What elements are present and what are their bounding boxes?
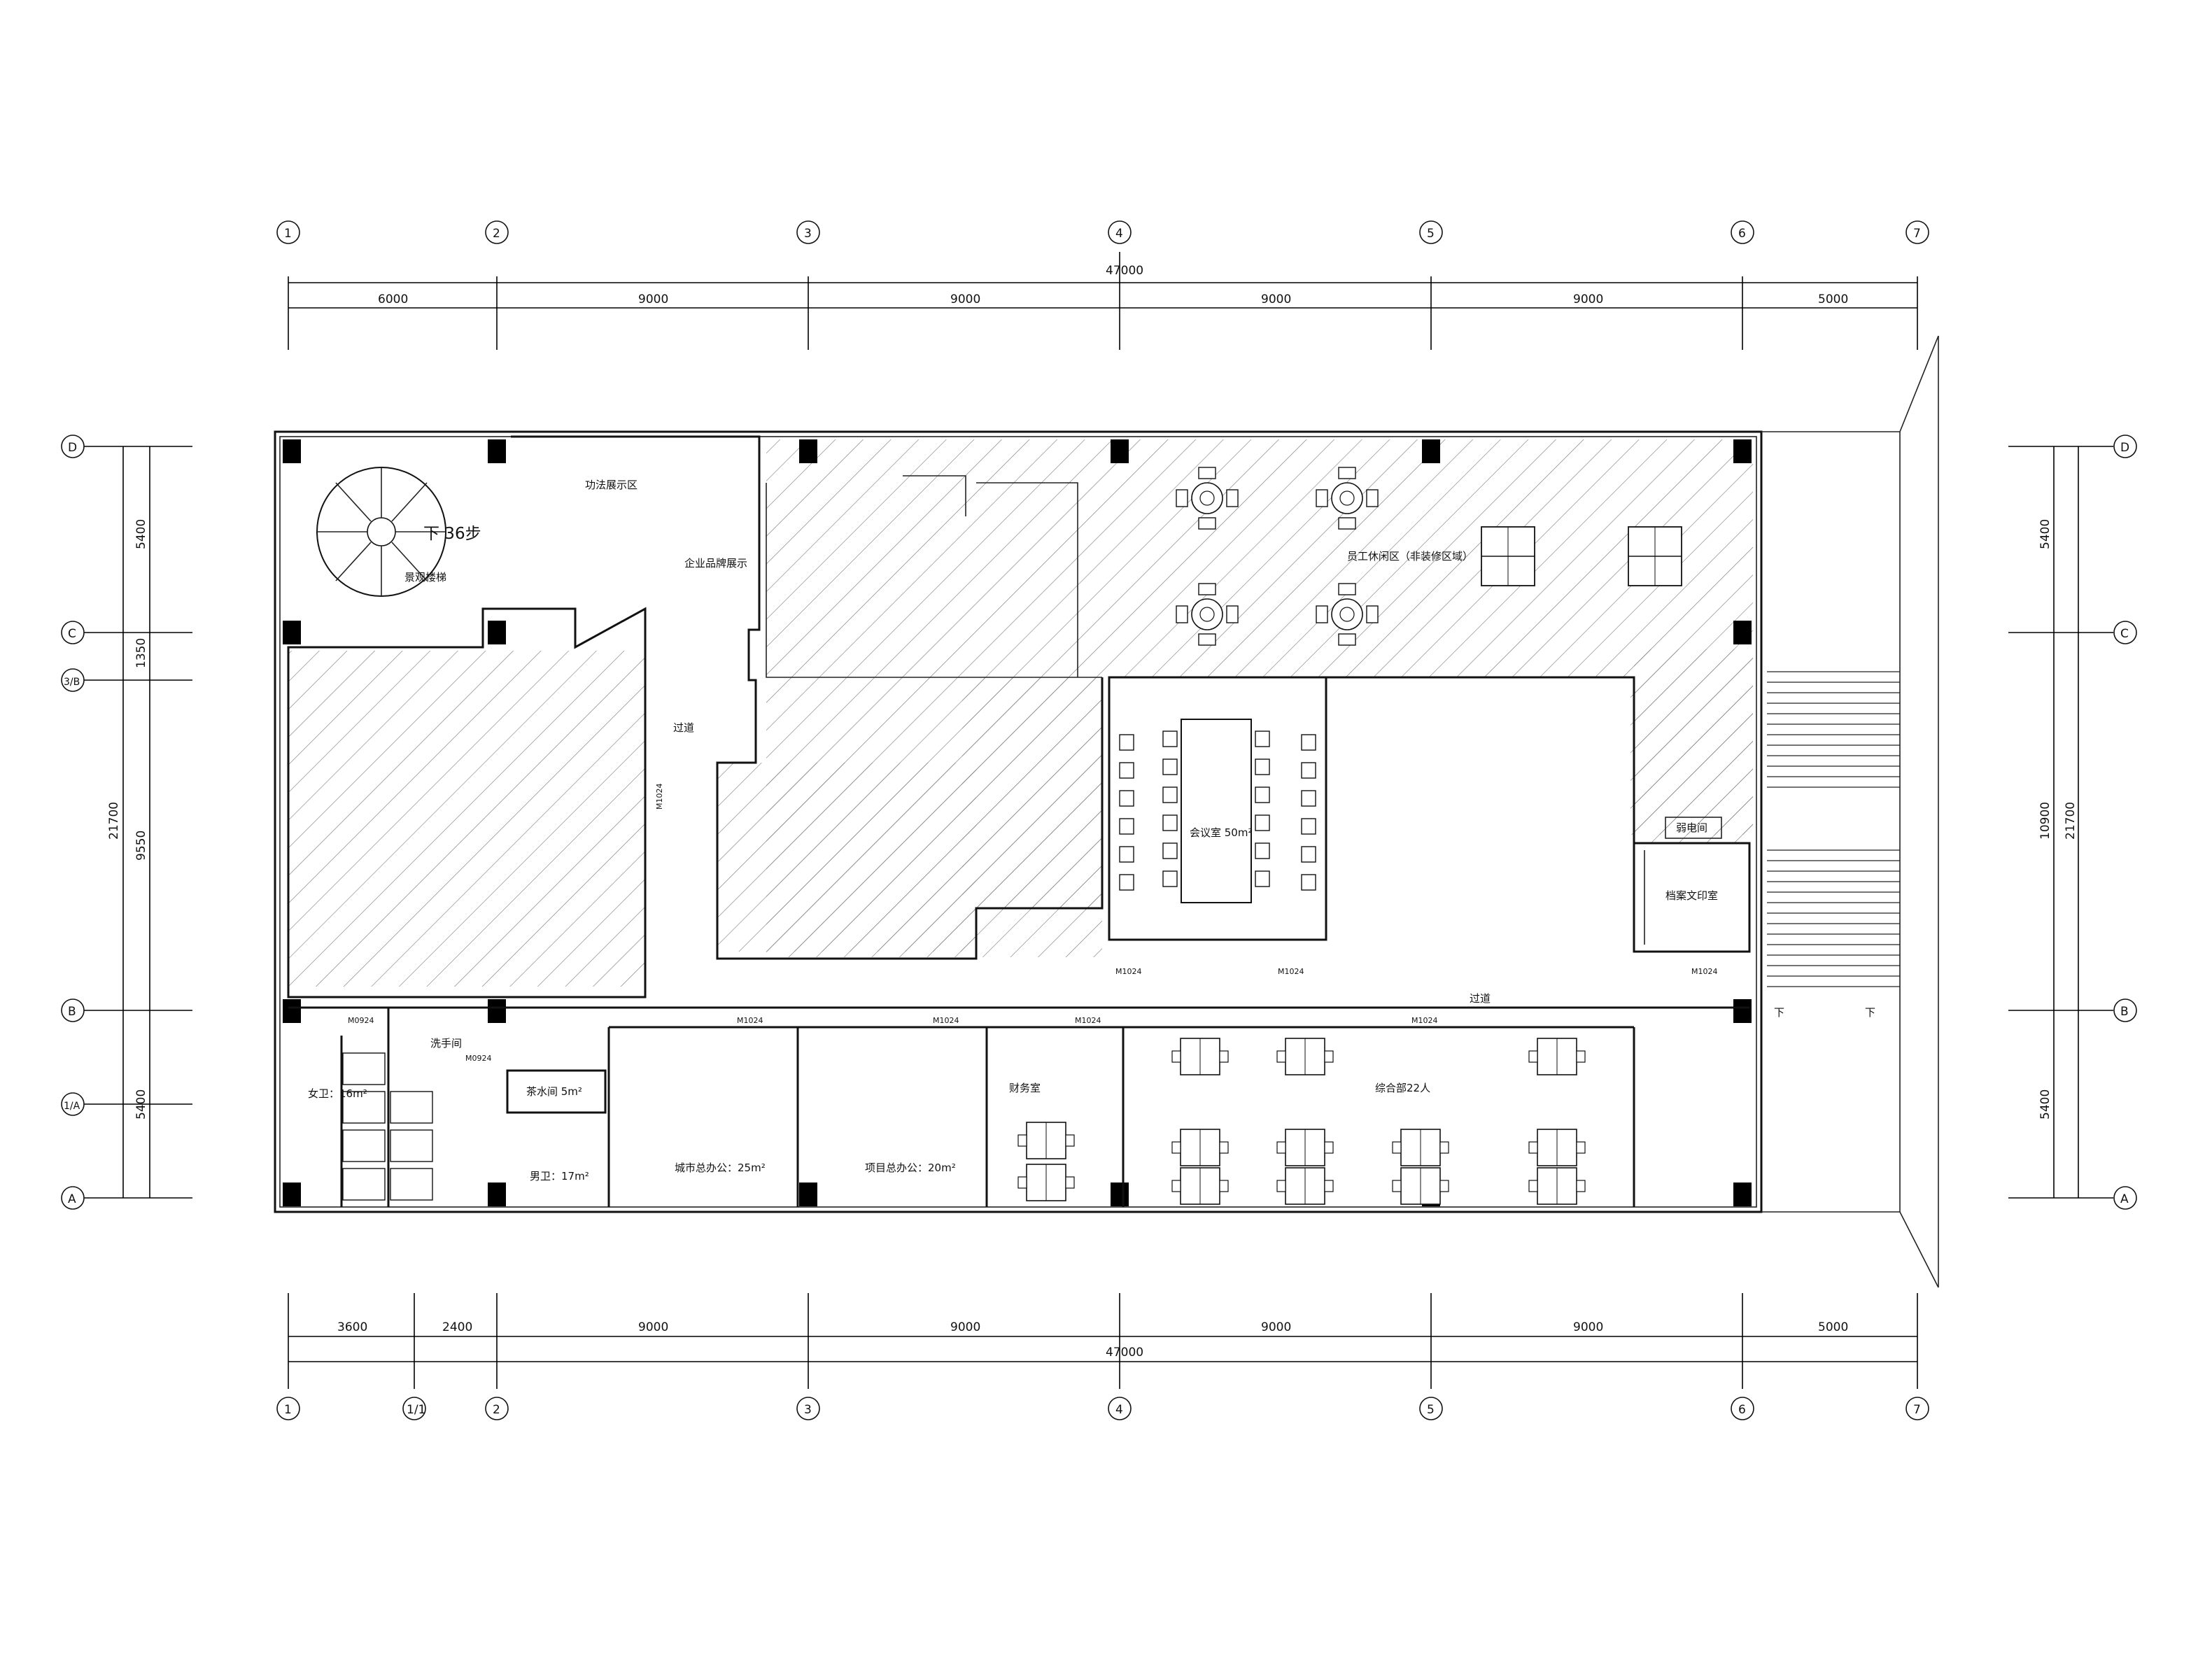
label-female-wc: 女卫：16m² [308,1087,367,1100]
toilet-cubicles [342,1052,433,1201]
bottom-axis-4: 4 [1115,1403,1123,1417]
right-dimension-lines [2008,446,2113,1199]
top-axis-3: 3 [804,227,812,241]
building-outline [274,335,1939,1288]
top-total-dim: 47000 [1106,264,1143,278]
spiral-staircase [316,467,446,597]
right-dim-1: 5400 [2038,519,2052,549]
bottom-dim-2: 2400 [442,1320,472,1334]
bottom-dim-4: 9000 [950,1320,980,1334]
label-city-gm: 城市总办公：25m² [675,1162,766,1174]
left-dimension-lines [84,446,192,1199]
top-dim-1: 6000 [378,292,408,306]
meeting-room [1108,676,1327,941]
left-axis-d: D [68,441,77,455]
left-dim-1: 5400 [134,519,148,549]
bottom-dim-6: 9000 [1573,1320,1603,1334]
label-elec: 弱电间 [1676,821,1707,834]
label-archive: 档案文印室 [1665,889,1718,902]
bottom-axis-3: 3 [804,1403,812,1417]
left-total-dim: 21700 [107,802,121,840]
bottom-axis-2: 2 [493,1403,500,1417]
label-staff-rest: 员工休闲区（非装修区域） [1347,550,1473,563]
top-axis-4: 4 [1115,227,1123,241]
exterior-stairs [1767,671,1900,987]
label-brand: 企业品牌展示 [684,557,747,570]
right-axis-a: A [2120,1192,2129,1206]
door-tag-5: M1024 [737,1016,763,1025]
right-dim-3: 5400 [2038,1089,2052,1120]
bottom-dim-7: 5000 [1818,1320,1848,1334]
top-dim-5: 9000 [1573,292,1603,306]
bottom-dim-5: 9000 [1261,1320,1291,1334]
top-axis-5: 5 [1427,227,1435,241]
label-finance: 财务室 [1009,1082,1041,1094]
door-tag-2: M1024 [1115,967,1142,976]
door-tag-10: M0924 [465,1054,492,1063]
structural-columns [283,439,1752,1206]
top-dim-6: 5000 [1818,292,1848,306]
bottom-axis-bubbles [276,1397,1929,1420]
hatched-areas [288,439,1753,987]
left-dim-2: 1350 [134,638,148,668]
top-dim-2: 9000 [638,292,668,306]
corridor-right-wall [1326,676,1749,953]
label-gongfa: 功法展示区 [585,479,637,491]
left-axis-3b: 3/B [64,677,80,688]
bottom-axis-1: 1 [284,1403,292,1417]
door-tag-3: M1024 [1278,967,1304,976]
bottom-axis-5: 5 [1427,1403,1435,1417]
door-tag-6: M1024 [933,1016,959,1025]
right-axis-c: C [2120,627,2129,641]
label-down-1: 下 [1774,1006,1784,1019]
label-project-gm: 项目总办公：20m² [865,1162,956,1174]
door-tag-8: M1024 [1411,1016,1438,1025]
right-axis-b: B [2120,1005,2129,1019]
top-axis-1: 1 [284,227,292,241]
top-dim-4: 9000 [1261,292,1291,306]
label-meeting: 会议室 50m² [1190,826,1252,839]
left-axis-1a: 1/A [64,1101,80,1112]
top-axis-2: 2 [493,227,500,241]
top-dim-3: 9000 [950,292,980,306]
top-axis-6: 6 [1738,227,1746,241]
bottom-axis-1-1: 1/1 [407,1403,425,1417]
left-dim-4: 5400 [134,1089,148,1120]
bottom-axis-7: 7 [1913,1403,1921,1417]
label-down-2: 下 [1865,1006,1875,1019]
left-axis-b: B [68,1005,76,1019]
door-tag-9: M0924 [348,1016,374,1025]
right-total-dim: 21700 [2064,802,2078,840]
top-dimension-lines [288,252,1918,350]
label-stair-down: 下 36步 [423,525,481,543]
label-stair: 景观楼梯 [404,571,446,584]
bottom-dimension-lines [288,1293,1918,1389]
label-washroom: 洗手间 [430,1037,462,1050]
door-tag-1: M1024 [655,784,664,810]
left-axis-a: A [68,1192,76,1206]
door-tag-4: M1024 [1691,967,1718,976]
label-corridor-main: 过道 [1470,992,1491,1005]
left-axis-c: C [68,627,76,641]
left-axis-bubbles [61,435,85,1210]
label-general-dept: 综合部22人 [1375,1082,1430,1094]
right-dim-2: 10900 [2038,802,2052,840]
bottom-axis-6: 6 [1738,1403,1746,1417]
lower-office-walls [288,1006,1749,1207]
workstation-desks [1017,1038,1586,1205]
right-axis-bubbles [2113,435,2137,1210]
right-axis-d: D [2120,441,2129,455]
label-tea: 茶水间 5m² [526,1085,582,1098]
bottom-dim-1: 3600 [337,1320,367,1334]
top-axis-7: 7 [1913,227,1921,241]
label-corridor-left: 过道 [673,721,694,734]
bottom-total-dim: 47000 [1106,1346,1143,1360]
left-showroom-walls [287,435,1104,998]
top-axis-bubbles [276,220,1929,244]
label-male-wc: 男卫：17m² [530,1170,589,1183]
door-tag-7: M1024 [1075,1016,1101,1025]
bottom-dim-3: 9000 [638,1320,668,1334]
left-dim-3: 9550 [134,831,148,861]
